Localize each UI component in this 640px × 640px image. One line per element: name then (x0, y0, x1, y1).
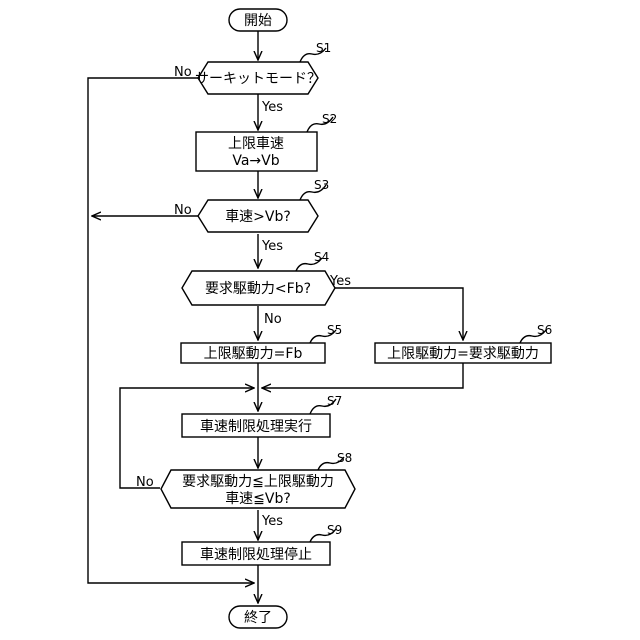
step-s5-process: 上限駆動力=Fb S5 (181, 323, 342, 363)
step-s7-process: 車速制限処理実行 S7 (182, 394, 342, 437)
step-s2-process: 上限車速 Va→Vb S2 (196, 112, 337, 171)
s2-step-id: S2 (322, 112, 337, 126)
s2-text-line1: 上限車速 (228, 135, 284, 152)
s4-yes-label: Yes (329, 274, 351, 289)
arrow-s6-to-merge (262, 363, 463, 388)
s1-text: サーキットモード？ (195, 71, 321, 87)
s1-yes-label: Yes (261, 100, 283, 115)
s8-text-line2: 車速≦Vb? (225, 490, 291, 507)
end-terminal: 終了 (229, 606, 287, 628)
start-terminal: 開始 (229, 9, 287, 31)
end-label: 終了 (244, 610, 272, 626)
s5-text: 上限駆動力=Fb (204, 346, 303, 362)
arrow-s4-yes-to-s6 (335, 288, 463, 340)
s7-step-id: S7 (327, 394, 342, 408)
s9-text: 車速制限処理停止 (200, 546, 312, 563)
s9-step-id: S9 (327, 523, 342, 537)
step-s3-decision: 車速>Vb? S3 (198, 178, 329, 232)
s1-no-label: No (174, 65, 192, 80)
s4-no-label: No (264, 312, 282, 327)
s3-text: 車速>Vb? (225, 208, 291, 225)
s6-step-id: S6 (537, 323, 552, 337)
s8-yes-label: Yes (261, 514, 283, 529)
s8-text-line1: 要求駆動力≦上限駆動力 (182, 474, 334, 490)
s3-yes-label: Yes (261, 239, 283, 254)
s6-text: 上限駆動力=要求駆動力 (387, 346, 539, 362)
s4-step-id: S4 (314, 250, 329, 264)
s1-step-id: S1 (316, 41, 331, 55)
s2-text-line2: Va→Vb (232, 153, 279, 169)
start-label: 開始 (244, 13, 272, 29)
s3-no-label: No (174, 203, 192, 218)
s5-step-id: S5 (327, 323, 342, 337)
step-s1-decision: サーキットモード？ S1 (195, 41, 331, 94)
step-s9-process: 車速制限処理停止 S9 (182, 523, 342, 565)
s8-no-label: No (136, 475, 154, 490)
s3-step-id: S3 (314, 178, 329, 192)
s7-text: 車速制限処理実行 (200, 418, 312, 435)
s8-step-id: S8 (337, 451, 352, 465)
s4-text: 要求駆動力<Fb? (205, 281, 311, 297)
